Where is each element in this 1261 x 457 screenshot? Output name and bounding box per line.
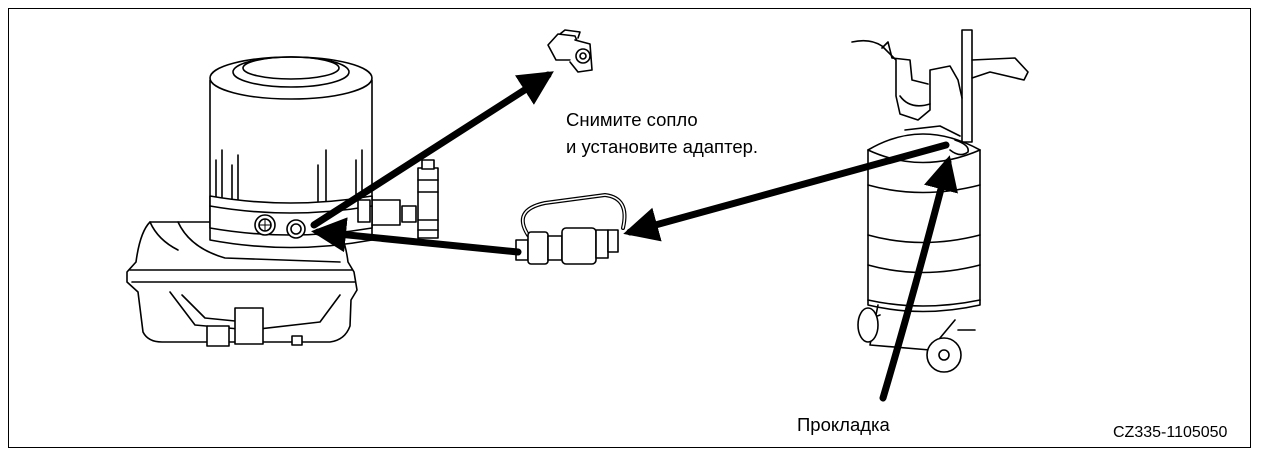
figure-code: CZ335-1105050 [1113, 424, 1228, 441]
instruction-line-2: и установите адаптер. [566, 136, 759, 157]
adapter [515, 193, 627, 265]
arrow-to-adapter [623, 141, 950, 242]
arrow-to-port [311, 217, 522, 256]
gasket-label: Прокладка [797, 414, 890, 435]
instruction-line-1: Снимите сопло [566, 109, 698, 130]
arrows [310, 71, 958, 402]
arrow-gasket [879, 155, 958, 402]
instruction-text: Снимите сопло и установите адаптер. [566, 106, 758, 160]
compressor-unit [126, 56, 439, 347]
arrow-to-nozzle [310, 71, 554, 229]
nozzle [547, 29, 593, 73]
diagram-frame [8, 8, 1251, 448]
